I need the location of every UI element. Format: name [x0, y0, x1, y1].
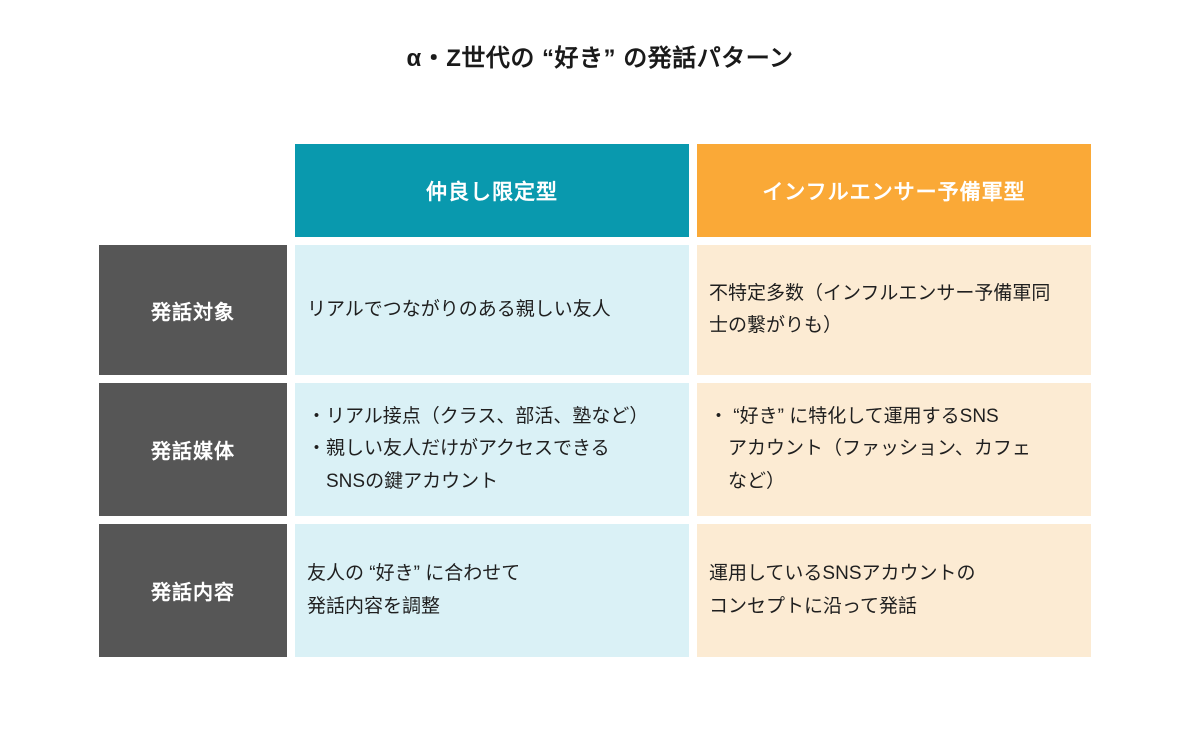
table-cell: ・ “好き” に特化して運用するSNS アカウント（ファッション、カフェ など）: [697, 383, 1091, 516]
page-title: α・Z世代の “好き” の発話パターン: [406, 45, 794, 72]
table-cell: リアルでつながりのある親しい友人: [295, 245, 689, 375]
cell-text: 友人の “好き” に合わせて 発話内容を調整: [307, 563, 521, 617]
comparison-table: 仲良し限定型 インフルエンサー予備軍型 発話対象 リアルでつながりのある親しい友…: [99, 144, 1091, 657]
cell-text: リアルでつながりのある親しい友人: [307, 298, 611, 320]
column-header-nakayoshi-gentei: 仲良し限定型: [295, 144, 689, 237]
cell-text: 不特定多数（インフルエンサー予備軍同 士の繋がりも）: [709, 282, 1051, 336]
table-corner-spacer: [99, 144, 287, 237]
table-cell: ・リアル接点（クラス、部活、塾など） ・親しい友人だけがアクセスできる SNSの…: [295, 383, 689, 516]
table-cell: 不特定多数（インフルエンサー予備軍同 士の繋がりも）: [697, 245, 1091, 375]
row-header-hatsuwa-baitai: 発話媒体: [99, 383, 287, 516]
cell-text: ・リアル接点（クラス、部活、塾など） ・親しい友人だけがアクセスできる SNSの…: [307, 406, 649, 492]
cell-text: ・ “好き” に特化して運用するSNS アカウント（ファッション、カフェ など）: [709, 406, 1031, 492]
table-cell: 友人の “好き” に合わせて 発話内容を調整: [295, 524, 689, 657]
row-header-hatsuwa-naiyo: 発話内容: [99, 524, 287, 657]
table-cell: 運用しているSNSアカウントの コンセプトに沿って発話: [697, 524, 1091, 657]
cell-text: 運用しているSNSアカウントの コンセプトに沿って発話: [709, 563, 976, 617]
column-header-influencer-yobigun: インフルエンサー予備軍型: [697, 144, 1091, 237]
row-header-hatsuwa-taisho: 発話対象: [99, 245, 287, 375]
